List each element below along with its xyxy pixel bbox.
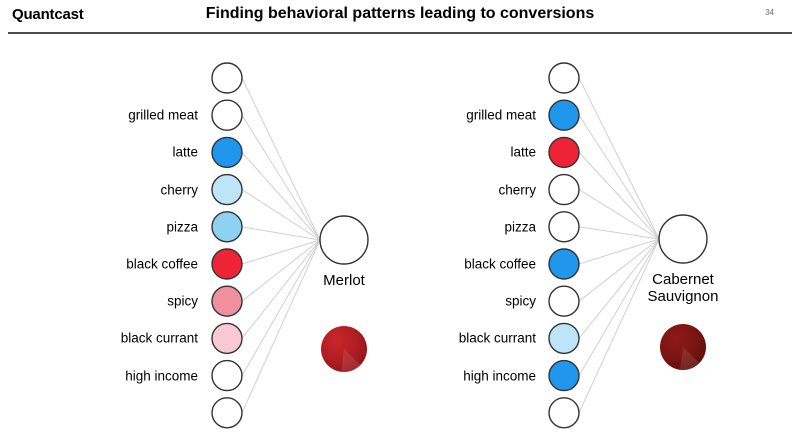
input-node[interactable] [548, 397, 580, 429]
network-edge [241, 239, 321, 302]
edges-layer [241, 77, 660, 414]
input-node-label: black currant [120, 330, 198, 346]
network-edge [578, 238, 660, 339]
input-node-label: high income [463, 368, 536, 384]
input-node-label: pizza [504, 219, 536, 235]
network-edge [241, 239, 321, 414]
wine-sphere [660, 324, 706, 370]
input-node-label: cherry [160, 182, 198, 198]
input-node[interactable] [211, 285, 243, 317]
input-node-label: cherry [498, 182, 536, 198]
page-title: Finding behavioral patterns leading to c… [205, 5, 595, 22]
network-edge [578, 77, 660, 240]
input-node-label: pizza [166, 219, 198, 235]
nodes-layer [211, 62, 708, 429]
input-node[interactable] [548, 248, 580, 280]
input-node[interactable] [211, 322, 243, 355]
input-node-label: grilled meat [128, 107, 198, 123]
input-node[interactable] [548, 173, 580, 206]
output-label-line: Merlot [323, 272, 365, 289]
network-edge [578, 189, 660, 240]
input-node-label: spicy [505, 293, 536, 309]
output-node[interactable] [319, 215, 369, 265]
network-edge [578, 114, 660, 240]
input-node-label: grilled meat [466, 107, 536, 123]
input-node[interactable] [548, 211, 580, 243]
input-node[interactable] [548, 136, 580, 169]
wine-sphere [321, 326, 367, 372]
input-node[interactable] [211, 248, 243, 280]
input-node-label: black coffee [464, 256, 536, 272]
network-edge [241, 152, 321, 241]
network-edge [578, 238, 660, 265]
network-edge [578, 238, 660, 376]
input-node[interactable] [548, 99, 580, 131]
network-edge [241, 189, 321, 241]
output-node-label: Merlot [254, 272, 434, 289]
input-node-label: spicy [167, 293, 198, 309]
input-node-label: latte [172, 144, 198, 160]
network-edge [241, 226, 321, 241]
page-number: 34 [765, 8, 774, 17]
network-graphics [211, 62, 708, 429]
input-node[interactable] [548, 62, 580, 94]
network-edge [241, 239, 321, 376]
network-edge [241, 239, 321, 339]
network-edge [241, 114, 321, 241]
input-node[interactable] [211, 211, 243, 243]
network-edge [578, 238, 660, 414]
input-node[interactable] [211, 99, 243, 131]
wine-sphere-highlight [341, 349, 361, 372]
output-node[interactable] [658, 214, 708, 264]
input-node[interactable] [211, 397, 243, 429]
wine-spheres-layer [321, 324, 706, 372]
wine-sphere-highlight [680, 347, 700, 370]
network-edge [578, 238, 660, 302]
input-node[interactable] [211, 173, 243, 206]
network-edge [578, 226, 660, 240]
input-node-label: black coffee [126, 256, 198, 272]
output-label-line: Sauvignon [647, 288, 719, 306]
neural-network-diagram: grilled meat latte cherry pizza black coffee… [0, 36, 800, 445]
input-node[interactable] [548, 359, 580, 392]
network-edge [241, 77, 321, 241]
input-node-label: black currant [458, 330, 536, 346]
slide-header: Quantcast Finding behavioral patterns le… [0, 0, 800, 36]
input-node-label: latte [510, 144, 536, 160]
input-node[interactable] [548, 322, 580, 355]
input-node[interactable] [211, 136, 243, 169]
input-node[interactable] [211, 62, 243, 94]
input-node[interactable] [548, 285, 580, 317]
header-divider [8, 32, 792, 34]
input-node-label: high income [125, 368, 198, 384]
output-label-line: Cabernet [652, 271, 714, 288]
input-node[interactable] [211, 359, 243, 392]
brand-logo: Quantcast [12, 6, 84, 23]
network-edge [578, 152, 660, 240]
network-edge [241, 239, 321, 265]
